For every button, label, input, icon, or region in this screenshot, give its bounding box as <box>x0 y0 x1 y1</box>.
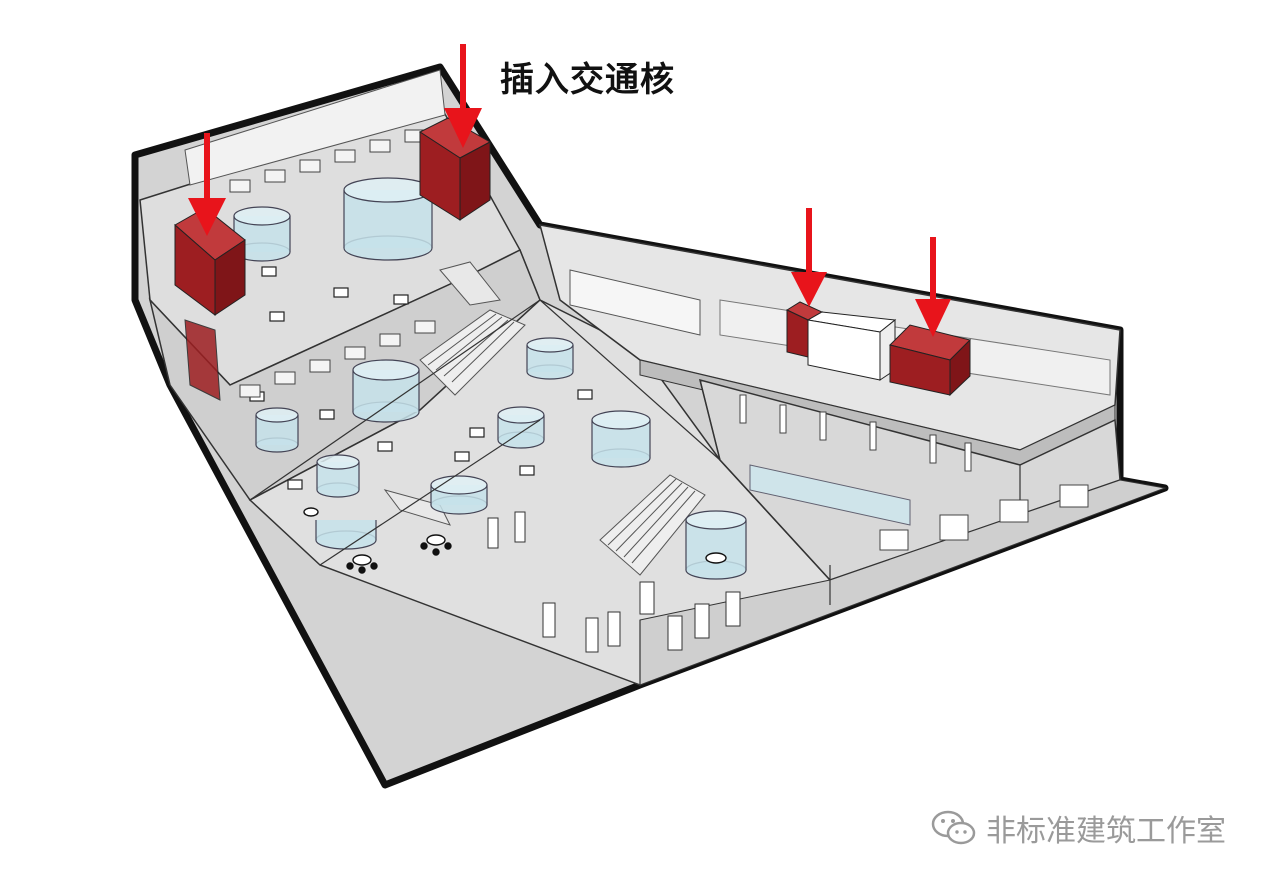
glass-room <box>315 520 377 550</box>
right-wing-columns <box>739 394 1089 551</box>
arrow-down-icon <box>188 133 226 236</box>
glass-room <box>343 177 433 261</box>
glass-room <box>591 410 651 468</box>
right-wing-back-wall <box>569 269 701 336</box>
staircase-upper <box>419 261 526 396</box>
glass-room <box>497 406 545 449</box>
back-wall-left <box>184 69 446 186</box>
watermark: 非标准建筑工作室 <box>930 806 1226 850</box>
glass-room <box>316 454 360 498</box>
circulation-cores <box>174 117 971 401</box>
workstation-rows <box>229 129 436 398</box>
glass-room <box>255 407 299 453</box>
arrow-down-icon <box>915 237 951 337</box>
annotation-label: 插入交通核 <box>500 60 675 100</box>
structure-lines <box>249 249 1021 685</box>
wechat-icon <box>931 810 976 845</box>
insert-arrows <box>188 44 951 337</box>
glass-room <box>526 337 574 380</box>
facade-panels <box>487 511 741 653</box>
round-tables <box>303 507 727 574</box>
glass-room <box>685 510 747 580</box>
arrow-down-icon <box>444 44 482 148</box>
arrow-down-icon <box>791 208 827 307</box>
core-top <box>418 117 492 221</box>
glass-room <box>430 475 488 515</box>
core-left <box>174 207 246 401</box>
core-right-large <box>889 324 971 397</box>
white-box-right <box>806 311 897 381</box>
watermark-text: 非标准建筑工作室 <box>986 814 1226 849</box>
glass-room-right <box>749 464 911 526</box>
glass-meeting-rooms <box>233 177 747 580</box>
staircase-lower <box>383 474 706 576</box>
